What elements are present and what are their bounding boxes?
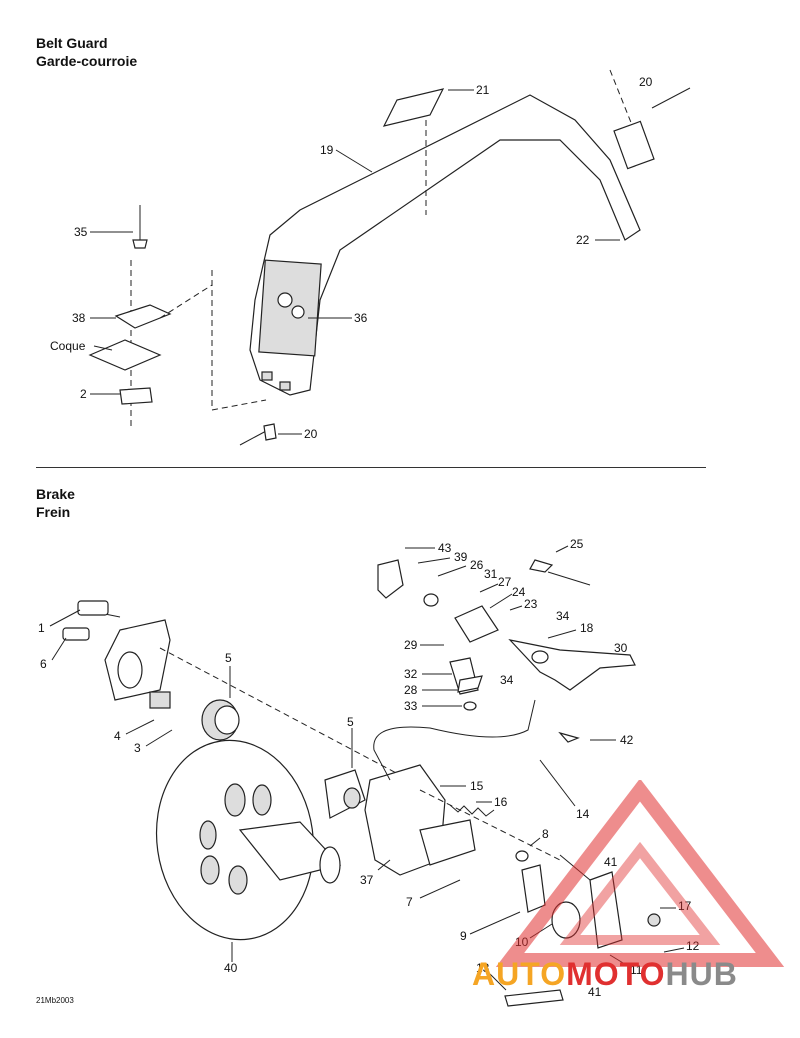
callout-5-right: 5: [347, 715, 354, 729]
callout-6: 6: [40, 657, 47, 671]
callout-23: 23: [524, 597, 538, 611]
watermark-moto: MOTO: [566, 956, 666, 992]
callout-1: 1: [38, 621, 45, 635]
callout-24: 24: [512, 585, 526, 599]
callout-17: 17: [678, 899, 692, 913]
callout-36: 36: [354, 311, 368, 325]
callout-42: 42: [620, 733, 634, 747]
callout-34-top: 34: [556, 609, 570, 623]
automotohub-logo: [495, 780, 785, 967]
callout-27: 27: [498, 575, 512, 589]
callout-41-bottom: 41: [588, 985, 602, 999]
watermark-hub: HUB: [665, 956, 738, 992]
callout-12: 12: [686, 939, 700, 953]
callout-4: 4: [114, 729, 121, 743]
callout-2: 2: [80, 387, 87, 401]
callout-coque: Coque: [50, 339, 86, 353]
belt-guard-title-fr: Garde-courroie: [36, 53, 138, 69]
callout-5-left: 5: [225, 651, 232, 665]
callout-3: 3: [134, 741, 141, 755]
callout-7: 7: [406, 895, 413, 909]
brake-title-fr: Frein: [36, 504, 71, 520]
callout-13: 13: [476, 961, 490, 975]
brake-title-en: Brake: [36, 486, 75, 502]
callout-15: 15: [470, 779, 484, 793]
callout-33: 33: [404, 699, 418, 713]
brake-callouts: 43 39 26 31 27 24 25 23 34 18 29 30 32 3…: [38, 537, 700, 999]
callout-35: 35: [74, 225, 88, 239]
callout-25: 25: [570, 537, 584, 551]
callout-26: 26: [470, 558, 484, 572]
footer-code: 21Mb2003: [36, 996, 74, 1005]
callout-41-top: 41: [604, 855, 618, 869]
callout-38: 38: [72, 311, 86, 325]
watermark-auto: AUTO: [472, 956, 567, 992]
callout-29: 29: [404, 638, 418, 652]
callout-9: 9: [460, 929, 467, 943]
callout-19: 19: [320, 143, 334, 157]
callout-21: 21: [476, 83, 490, 97]
callout-30: 30: [614, 641, 628, 655]
callout-20-top: 20: [639, 75, 653, 89]
callout-40: 40: [224, 961, 238, 975]
callout-22: 22: [576, 233, 590, 247]
callout-8: 8: [542, 827, 549, 841]
callout-43: 43: [438, 541, 452, 555]
callout-20-bottom: 20: [304, 427, 318, 441]
brake-drawing: [62, 559, 661, 1007]
callout-16: 16: [494, 795, 508, 809]
section-divider: [36, 467, 706, 468]
belt-guard-drawing: [88, 69, 691, 446]
callout-34-mid: 34: [500, 673, 514, 687]
automotohub-watermark-text: AUTOMOTOHUB: [472, 956, 738, 993]
callout-31: 31: [484, 567, 498, 581]
callout-32: 32: [404, 667, 418, 681]
belt-guard-title: Belt Guard Garde-courroie: [36, 34, 137, 70]
brake-title: Brake Frein: [36, 485, 75, 521]
callout-39: 39: [454, 550, 468, 564]
callout-14: 14: [576, 807, 590, 821]
belt-guard-callouts: 21 19 20 35 22 38 36 Coque 2 20: [50, 75, 653, 441]
callout-37: 37: [360, 873, 374, 887]
belt-guard-title-en: Belt Guard: [36, 35, 108, 51]
callout-28: 28: [404, 683, 418, 697]
callout-18: 18: [580, 621, 594, 635]
